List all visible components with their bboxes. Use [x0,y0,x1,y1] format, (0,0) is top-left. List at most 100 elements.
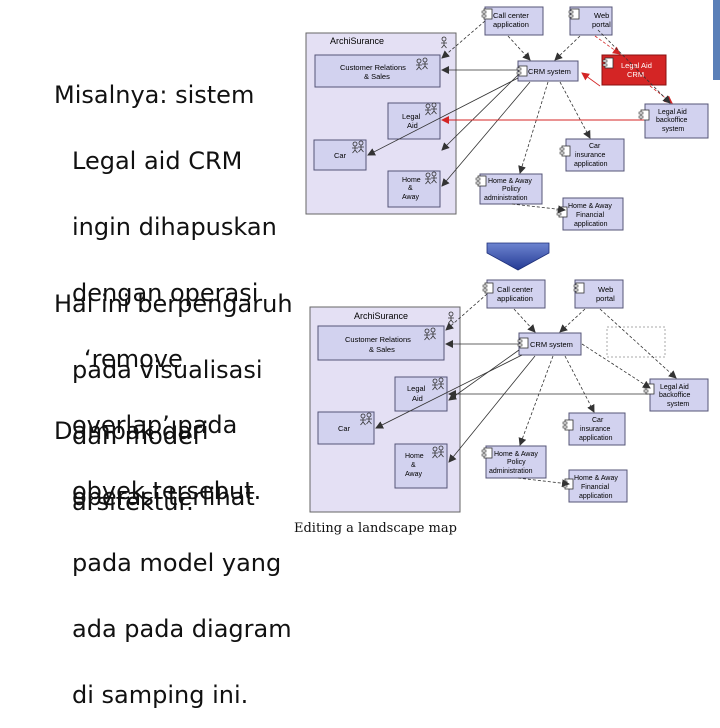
paragraph-line: ingin dihapuskan [72,213,277,241]
archisurance-title: ArchiSurance [354,311,408,321]
paragraph-line: arsitektur. [72,488,194,516]
home-away-label: & [411,462,416,469]
web-portal-label: portal [592,20,611,29]
customer-relations-label: Customer Relations [340,63,406,72]
paragraph-2: Hal ini berpengaruh pada visualisasi dan… [54,249,293,535]
home-away-box [387,170,441,208]
car-label: Car [338,424,351,433]
legal-aid-backoffice-box [644,103,709,139]
legal-aid-label: Legal [407,384,426,393]
removed-placeholder [606,326,666,358]
call-center-label: application [497,294,533,303]
car-insurance-label: application [574,161,608,168]
home-away-policy-box [485,445,547,479]
paragraph-line: pada model yang [72,549,282,577]
legal-aid-backoffice-label: system [662,126,684,133]
paragraph-line: overlap’ pada [72,411,238,439]
component-icon [638,109,650,121]
legal-aid-backoffice-label: Legal Aid [658,109,687,116]
architecture-diagrams: ArchiSurance Customer Relations & Sales … [305,6,709,513]
stick-figure-icon [441,36,447,49]
home-away-policy-label: administration [489,468,533,475]
home-away-financial-box [562,197,624,231]
paragraph-line: pada visualisasi [72,356,263,384]
paragraph-line: ada pada diagram [72,615,292,643]
home-away-policy-label: administration [484,195,528,202]
paragraph-line: Legal aid CRM [72,147,243,175]
component-icon [556,206,568,218]
home-away-label: Home [402,177,421,184]
slide-edge-bar [713,0,720,80]
car-label: Car [334,151,347,160]
bottom-connectors [375,293,677,488]
paragraph-line: dengan operasi [72,279,259,307]
car-insurance-label: Car [589,143,601,150]
component-icon [475,175,487,187]
legal-aid-backoffice-label: backoffice [656,117,687,124]
legal-aid-crm-label: Legal Aid [621,61,652,70]
home-away-policy-box [479,173,543,205]
home-away-financial-label: application [574,221,608,228]
home-away-label: & [408,185,413,192]
paragraph-line: di samping ini. [72,681,249,709]
paragraph-1: Misalnya: sistem Legal aid CRM ingin dih… [54,40,277,524]
web-portal-label: Web [594,11,609,20]
customer-relations-label: & Sales [369,345,395,354]
home-away-financial-label: Financial [581,484,609,491]
car-insurance-label: insurance [575,152,605,159]
crm-system-box [517,60,579,82]
home-away-financial-label: application [579,493,613,500]
component-icon [562,419,574,431]
paragraph-line: operasi terlihat [72,483,255,511]
home-away-financial-label: Home & Away [574,475,618,482]
figure-caption: Editing a landscape map [294,521,457,536]
call-center-label: application [493,20,529,29]
bottom-diagram: ArchiSurance Customer Relations & Sales … [309,279,709,513]
home-away-label: Away [402,194,419,201]
call-center-box [486,279,546,309]
customer-relations-box [317,325,445,361]
crm-system-label: CRM system [528,67,571,76]
paragraph-line: Hal ini berpengaruh [54,290,293,318]
web-portal-label: portal [596,294,615,303]
paragraph-line: Misalnya: sistem [54,81,255,109]
archisurance-title: ArchiSurance [330,36,384,46]
legal-aid-label: Aid [412,394,423,403]
home-away-label: Away [405,471,422,478]
home-away-policy-label: Policy [507,459,526,466]
home-away-financial-box [568,469,628,503]
home-away-policy-label: Policy [502,186,521,193]
car-insurance-box [565,138,625,172]
customer-relations-label: & Sales [364,72,390,81]
component-icon [559,145,571,157]
stick-figure-icon [448,311,454,324]
component-icon [481,8,493,20]
customer-relations-box [314,54,441,88]
car-insurance-label: Car [592,417,604,424]
paragraph-line: ‘remove [84,345,183,373]
car-box [313,139,367,171]
legal-aid-label: Aid [407,121,418,130]
car-insurance-label: insurance [580,426,610,433]
home-away-label: Home [405,453,424,460]
legal-aid-label: Legal [402,112,421,121]
home-away-financial-label: Financial [576,212,604,219]
legal-aid-backoffice-box [649,378,709,412]
legal-aid-crm-label: CRM [627,70,644,79]
web-portal-label: Web [598,285,613,294]
legal-aid-backoffice-label: system [667,401,689,408]
legal-aid-backoffice-label: backoffice [659,392,690,399]
top-connectors [367,20,673,214]
crm-system-label: CRM system [530,340,573,349]
paragraph-line: Dampak dari [54,417,209,445]
home-away-policy-label: Home & Away [488,178,532,185]
customer-relations-label: Customer Relations [345,335,411,344]
legal-aid-backoffice-label: Legal Aid [660,384,689,391]
home-away-box [394,443,448,489]
top-diagram: ArchiSurance Customer Relations & Sales … [305,6,709,231]
component-icon [481,447,493,459]
car-insurance-label: application [579,435,613,442]
call-center-label: Call center [497,285,533,294]
home-away-financial-label: Home & Away [568,203,612,210]
home-away-policy-label: Home & Away [494,451,538,458]
